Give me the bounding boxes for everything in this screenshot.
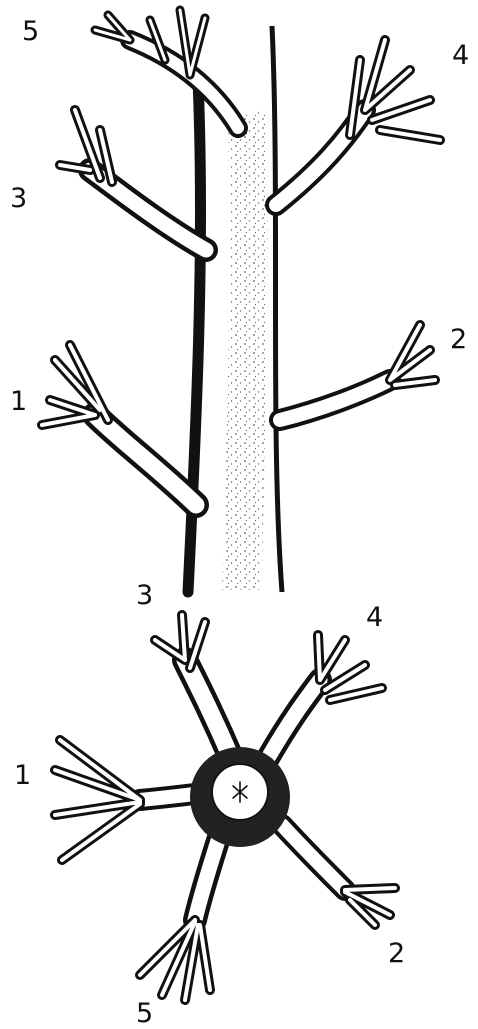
top-branch-5 (140, 828, 222, 1000)
top-label-4: 4 (366, 604, 383, 631)
side-label-2: 2 (450, 326, 467, 353)
branch-5 (95, 10, 238, 128)
side-label-3: 3 (10, 185, 27, 212)
side-label-1: 1 (10, 388, 27, 415)
top-label-3: 3 (136, 582, 153, 609)
top-branch-1 (55, 740, 210, 860)
top-branch-4 (268, 635, 382, 758)
side-label-5: 5 (22, 18, 39, 45)
top-label-5: 5 (136, 1000, 153, 1027)
stem-cross-section (190, 747, 290, 847)
top-branch-2 (282, 825, 395, 925)
branch-1 (42, 345, 196, 505)
top-branch-3 (155, 615, 232, 760)
branch-4 (276, 40, 440, 205)
top-label-2: 2 (388, 940, 405, 967)
side-view (42, 10, 440, 592)
branch-3 (60, 110, 206, 250)
top-view (55, 615, 395, 1000)
top-label-1: 1 (14, 762, 31, 789)
side-label-4: 4 (452, 42, 469, 69)
branch-2 (280, 325, 435, 420)
